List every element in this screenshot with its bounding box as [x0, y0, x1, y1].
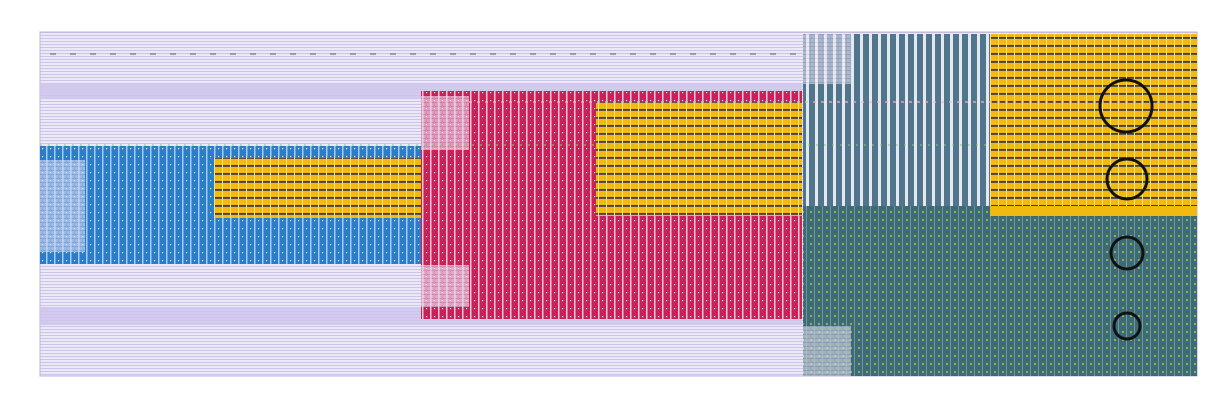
marker-circle — [1109, 235, 1145, 271]
marker-circle — [1112, 311, 1142, 341]
teal-block — [803, 206, 1197, 376]
slate-block-macro — [803, 34, 851, 84]
crimson-block-macro-bottom — [421, 265, 469, 307]
marker-circle — [1105, 157, 1149, 201]
crimson-block-macro-top — [421, 96, 469, 150]
yellow-macro-mid — [596, 102, 802, 216]
marker-circle — [1098, 78, 1154, 134]
teal-block-macro — [803, 326, 851, 376]
teal-block-top-band — [990, 206, 1197, 216]
blue-block-macro — [40, 160, 85, 252]
yellow-macro-left — [214, 158, 421, 218]
yellow-macro-right — [990, 34, 1197, 216]
